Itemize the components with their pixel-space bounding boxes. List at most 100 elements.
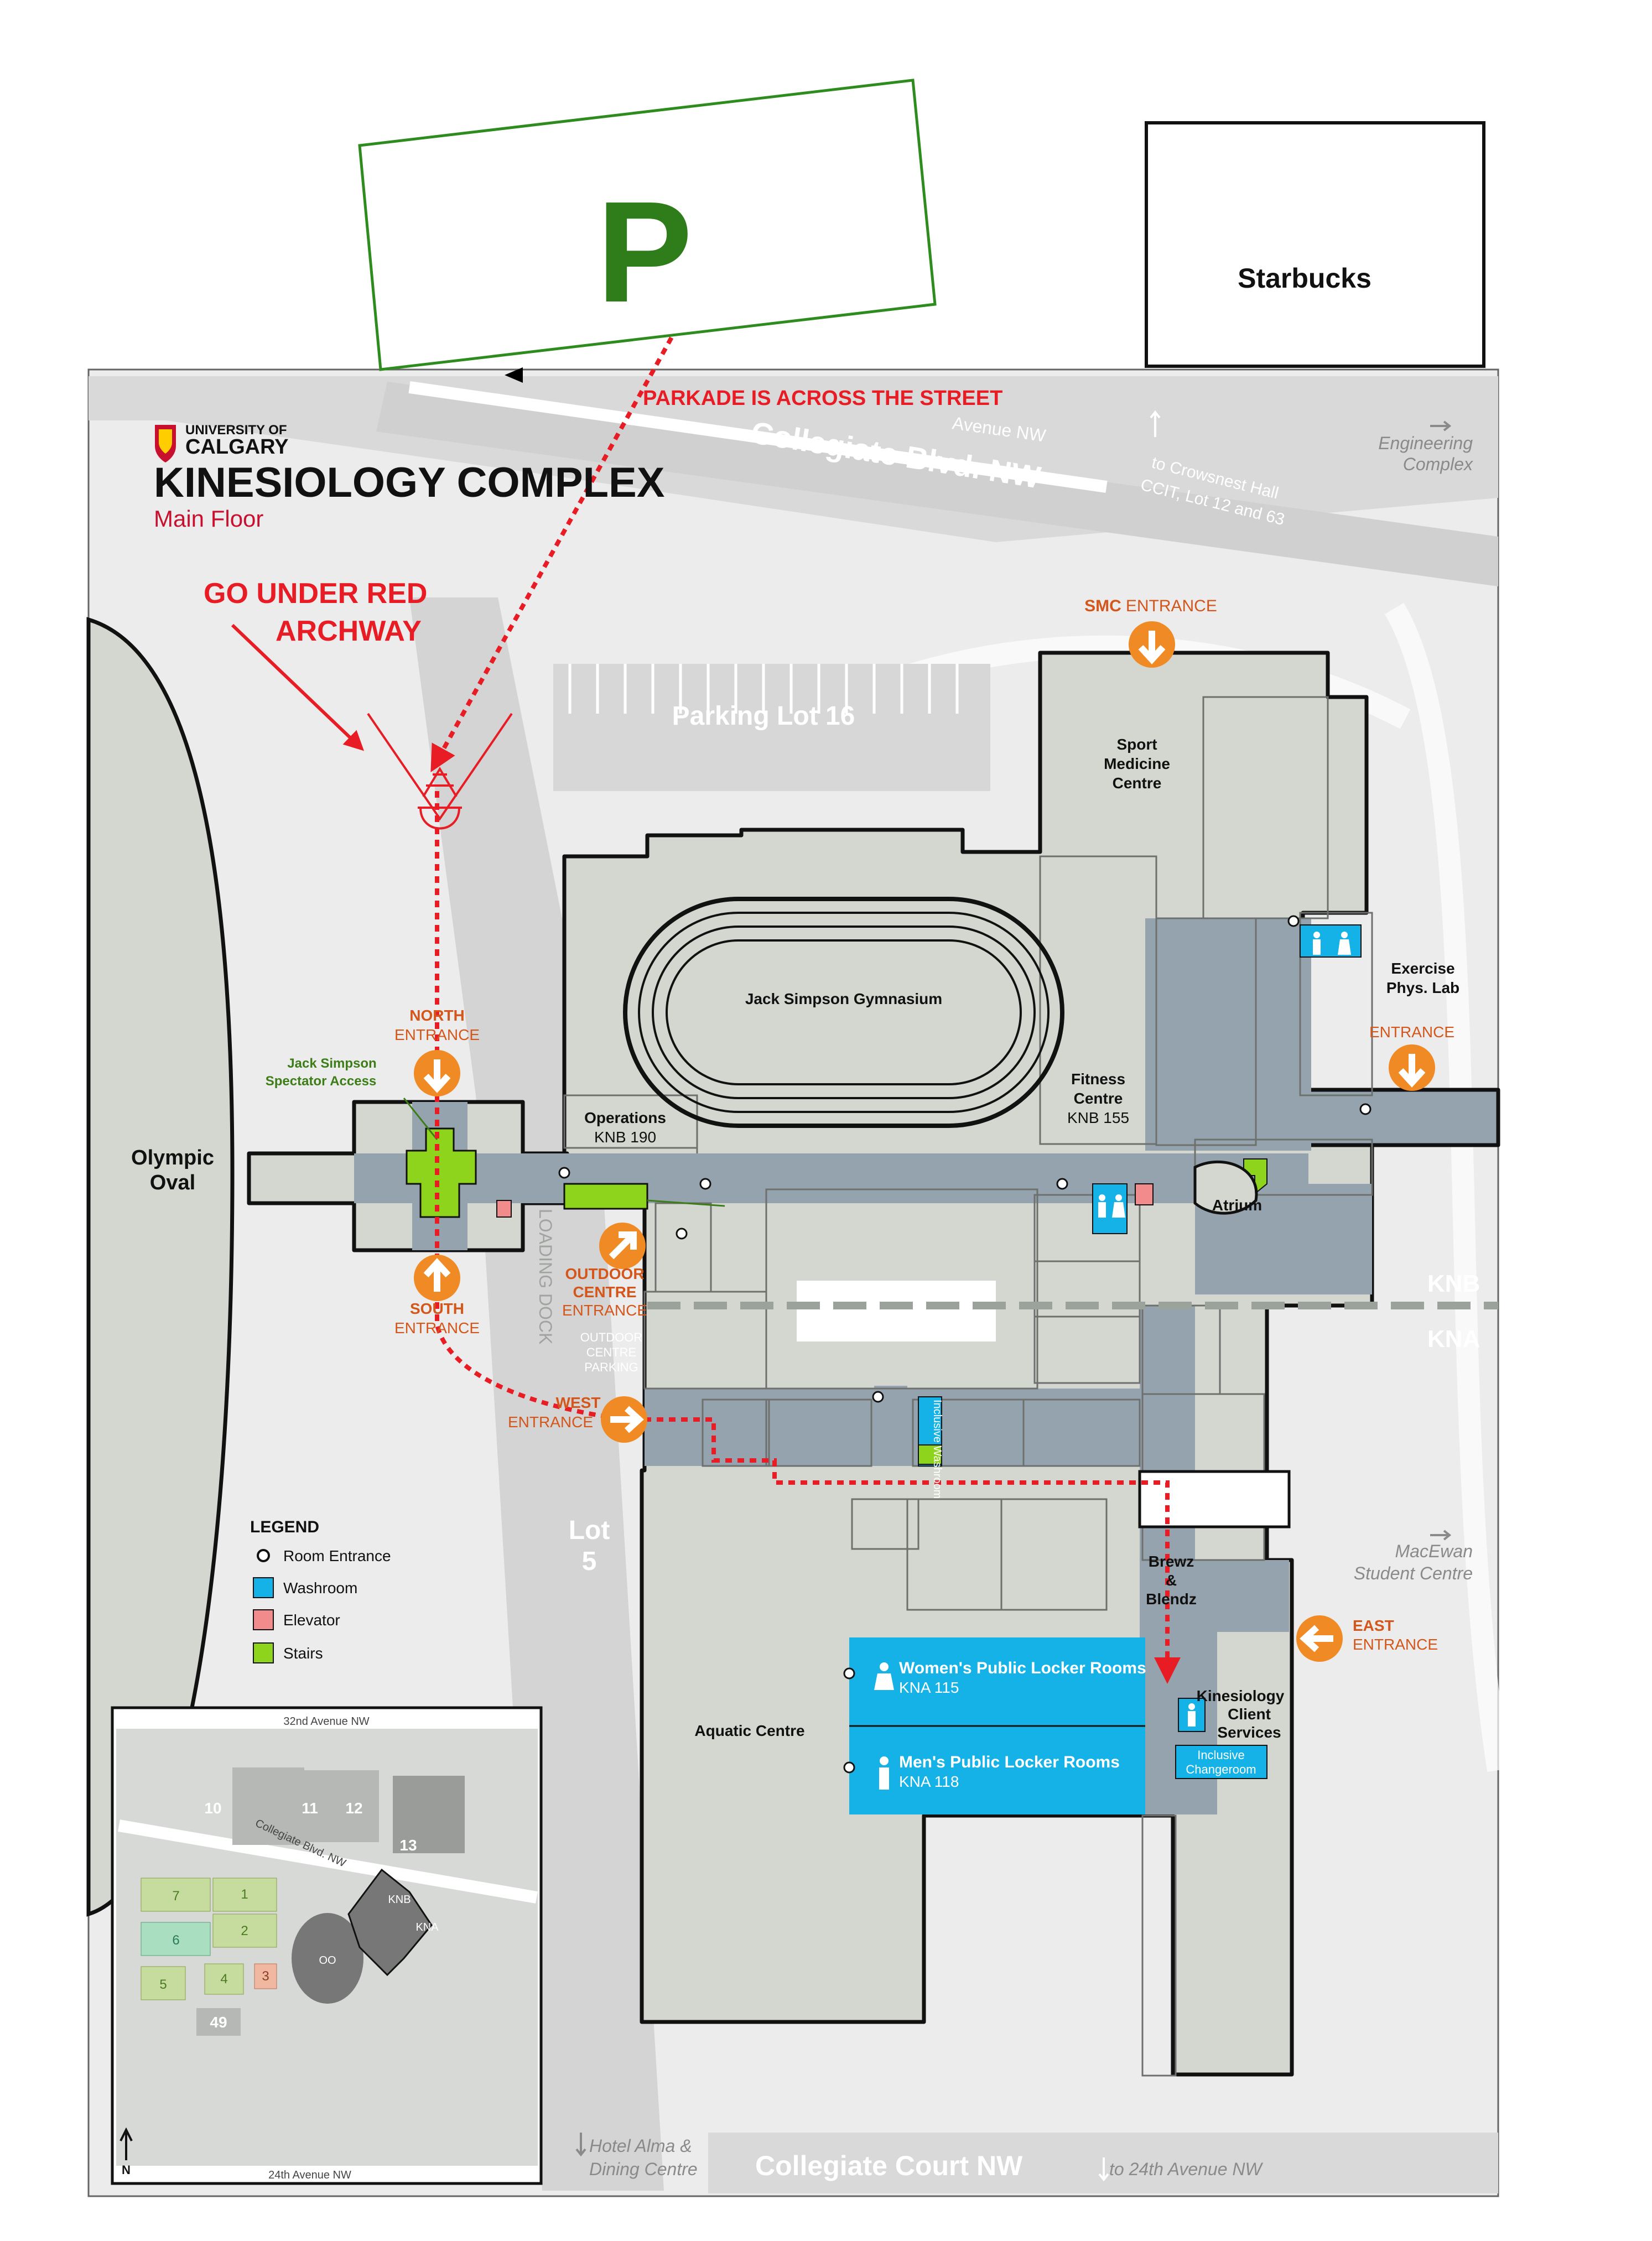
- spectator-leader: [403, 1098, 438, 1140]
- legend-item-washroom: Washroom: [283, 1579, 357, 1597]
- kcs-label-1: Kinesiology: [1197, 1687, 1285, 1704]
- entrance-markers[interactable]: [414, 621, 1435, 1662]
- route-to-kinesiology: [430, 315, 1181, 1684]
- brewz-label-3: Blendz: [1146, 1590, 1197, 1608]
- parking-symbol: P: [596, 172, 692, 332]
- room-entrance-dots: [558, 915, 1372, 1774]
- atrium-shape: [1193, 1160, 1258, 1215]
- university-line1: UNIVERSITY OF: [185, 423, 287, 438]
- kcs-label-3: Services: [1217, 1724, 1281, 1741]
- operations-label-2: KNB 190: [594, 1129, 656, 1146]
- inset-lot-49: 49: [210, 2014, 227, 2031]
- outdoor-parking-label2: CENTRE: [586, 1345, 636, 1359]
- label-hotel-2: Dining Centre: [589, 2159, 698, 2179]
- spectator-label-1: Jack Simpson: [287, 1056, 376, 1071]
- black-arrow-marker: [505, 367, 523, 383]
- exercise-entrance-label: ENTRANCE: [1369, 1023, 1454, 1041]
- inset-lot-7: 7: [172, 1889, 179, 1904]
- spectator-label-2: Spectator Access: [266, 1074, 377, 1089]
- label-macewan-1: MacEwan: [1395, 1541, 1473, 1561]
- inclusive-washroom-label: Inclusive Washroom: [931, 1400, 943, 1499]
- open-area-void: [1138, 1470, 1291, 1528]
- inset-top-street: 32nd Avenue NW: [283, 1715, 369, 1728]
- label-macewan-2: Student Centre: [1354, 1563, 1473, 1583]
- arrow-macewan-icon: [1430, 1530, 1452, 1541]
- east-entrance-icon[interactable]: [1296, 1615, 1343, 1662]
- room-labels: Sport Medicine Centre Jack Simpson Gymna…: [584, 736, 1459, 1741]
- corridors: [354, 918, 1372, 1814]
- west-entrance-icon[interactable]: [601, 1396, 647, 1443]
- women-locker-room: KNA 115: [899, 1679, 959, 1696]
- label-hotel-1: Hotel Alma &: [589, 2136, 692, 2156]
- complex-subtitle: Main Floor: [154, 506, 263, 532]
- gymnasium-track: [623, 897, 1064, 1128]
- stairs-cross: [406, 1127, 477, 1218]
- inset-lot-4: 4: [220, 1972, 227, 1987]
- brewz-label-2: &: [1166, 1572, 1177, 1589]
- arrow-engineering-icon: [1430, 420, 1452, 431]
- inset-lot-1: 1: [241, 1887, 248, 1902]
- parking-lot-16: [553, 664, 990, 791]
- gym-label: Jack Simpson Gymnasium: [745, 990, 942, 1007]
- inset-map: 32nd Avenue NW 24th Avenue NW Collegiate…: [111, 1706, 543, 2185]
- direction-line2: ARCHWAY: [276, 615, 422, 647]
- outdoor-parking-label1: OUTDOOR: [580, 1330, 642, 1344]
- exercise-entrance-icon[interactable]: [1389, 1044, 1435, 1091]
- arrow-hotel-icon: [575, 2133, 586, 2157]
- sport-medicine-label-3: Centre: [1113, 774, 1162, 792]
- west-entrance-label: WEST: [556, 1394, 601, 1411]
- arrow-crowsnest-icon: [1150, 410, 1161, 437]
- kna-label: KNA: [1427, 1325, 1480, 1353]
- south-entrance-label2: ENTRANCE: [394, 1319, 480, 1337]
- lot-5-label-a: Lot: [569, 1516, 610, 1545]
- inset-north: N: [122, 2163, 131, 2177]
- inset-lot-12: 12: [345, 1800, 362, 1817]
- inclusive-changeroom-label-1: Inclusive: [1197, 1748, 1245, 1762]
- courtyard-void: [797, 1281, 996, 1342]
- outdoor-entrance-icon[interactable]: [599, 1223, 646, 1269]
- west-entrance-label2: ENTRANCE: [508, 1413, 593, 1431]
- legend: LEGEND Room Entrance Washroom Elevator S…: [250, 1518, 391, 1663]
- street-collegiate-court: Collegiate Court NW: [755, 2150, 1023, 2181]
- inclusive-changeroom-label-2: Changeroom: [1186, 1762, 1256, 1776]
- inset-oo: OO: [319, 1954, 336, 1967]
- inset-lot-6: 6: [172, 1933, 179, 1948]
- inset-lot-2: 2: [241, 1923, 248, 1938]
- fitness-label-1: Fitness: [1071, 1070, 1125, 1088]
- olympic-oval-label-2: Oval: [150, 1171, 195, 1194]
- south-entrance-icon[interactable]: [414, 1255, 460, 1301]
- north-arrow-icon: [120, 2127, 133, 2160]
- stairs-leader: [647, 1199, 725, 1207]
- knb-label: KNB: [1427, 1270, 1480, 1297]
- exercise-label-1: Exercise: [1391, 960, 1454, 977]
- legend-item-elevator: Elevator: [283, 1611, 340, 1629]
- outdoor-entrance-label2: CENTRE: [573, 1283, 636, 1301]
- men-locker-room: KNA 118: [899, 1773, 959, 1790]
- north-entrance-label: NORTH: [409, 1007, 465, 1024]
- stairs-loading: [563, 1183, 648, 1210]
- north-entrance-label2: ENTRANCE: [394, 1026, 480, 1043]
- outdoor-entrance-label1: OUTDOOR: [565, 1265, 644, 1282]
- south-entrance-label: SOUTH: [410, 1300, 464, 1317]
- complex-title: KINESIOLOGY COMPLEX: [154, 459, 665, 506]
- inset-lot-13: 13: [399, 1837, 417, 1854]
- smc-entrance-icon[interactable]: [1129, 621, 1175, 668]
- inset-knb: KNB: [388, 1894, 411, 1906]
- starbucks-label: Starbucks: [1238, 263, 1372, 294]
- inset-kna: KNA: [415, 1921, 439, 1933]
- person-icons: [874, 932, 1351, 1790]
- aquatic-label: Aquatic Centre: [694, 1722, 804, 1739]
- parkade-note: PARKADE IS ACROSS THE STREET: [643, 387, 1002, 410]
- fitness-label-3: KNB 155: [1067, 1109, 1129, 1126]
- legend-stairs-swatch: [253, 1642, 274, 1663]
- outdoor-parking-label3: PARKING: [584, 1360, 638, 1374]
- inset-lot-11: 11: [302, 1800, 318, 1817]
- ucalgary-logo-icon: [155, 425, 176, 462]
- women-locker-label: Women's Public Locker Rooms: [899, 1659, 1146, 1677]
- label-engineering-2: Complex: [1403, 454, 1473, 474]
- inset-lot-3: 3: [262, 1969, 269, 1984]
- lot-5-label-b: 5: [582, 1547, 597, 1576]
- elevator-2: [1135, 1183, 1154, 1205]
- men-locker-label: Men's Public Locker Rooms: [899, 1753, 1120, 1771]
- north-entrance-icon[interactable]: [414, 1050, 460, 1096]
